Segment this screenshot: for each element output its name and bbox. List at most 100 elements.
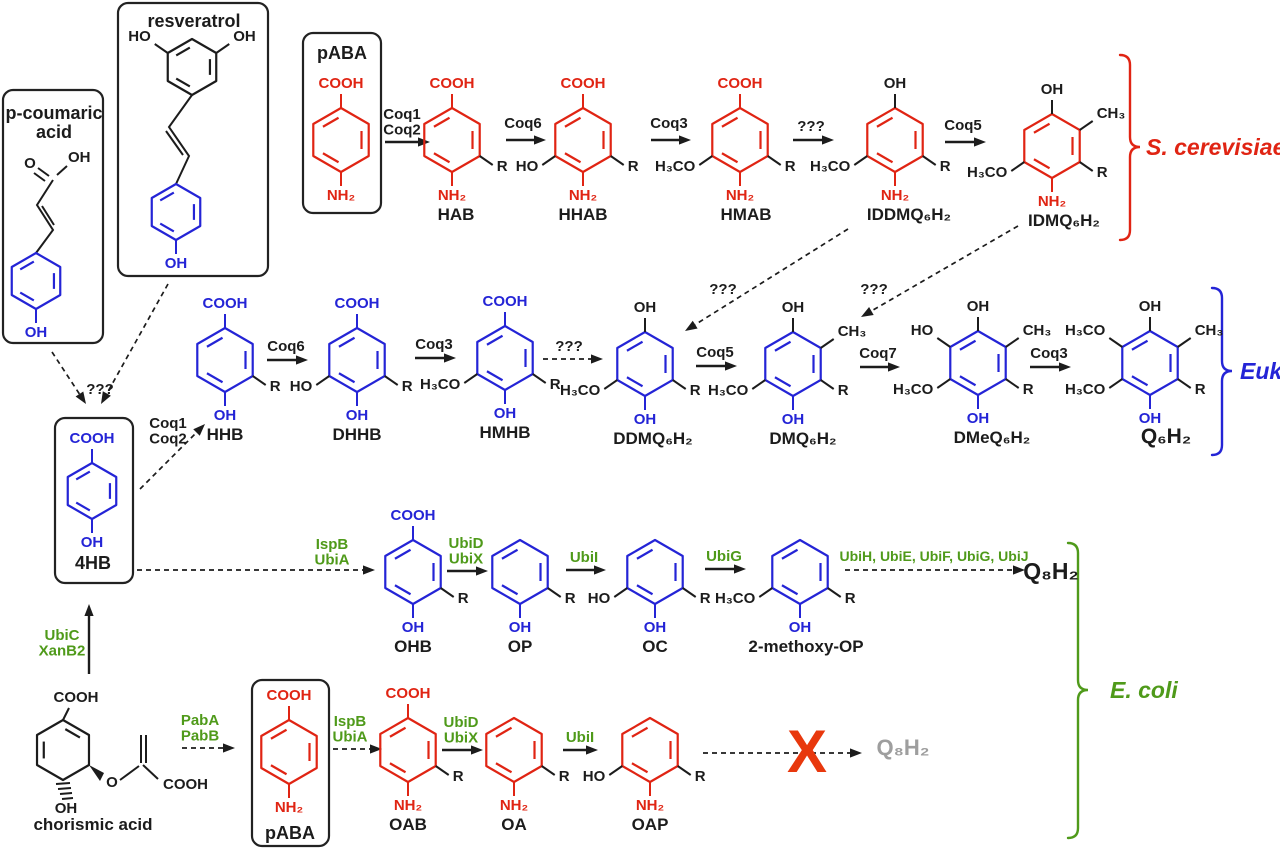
substituent-label: HO (583, 768, 606, 785)
substituent-label: H₃CO (715, 590, 756, 607)
benzene-ring (764, 330, 822, 398)
substituent-label: H₃CO (810, 158, 851, 175)
dashed-reaction-line (139, 431, 198, 490)
arrowhead (850, 748, 862, 758)
ring-double-bond (394, 584, 412, 596)
substituent-label: OH (782, 411, 805, 428)
arrowhead (974, 137, 986, 147)
substituent-label: OH (509, 619, 532, 636)
ring-double-bond (389, 726, 407, 738)
benzene-ring (626, 538, 684, 606)
arrowhead (223, 743, 235, 753)
substituent-label: COOH (54, 689, 99, 706)
substituent-label: COOH (267, 687, 312, 704)
substituent-label: COOH (335, 295, 380, 312)
bond-stub (1108, 337, 1123, 348)
enzyme-label: IspB (334, 713, 367, 730)
bond-stub (1079, 120, 1094, 131)
brace-e-coli: E. coli (1066, 541, 1178, 840)
enzyme-label: Coq5 (944, 117, 982, 134)
substituent-label: O (24, 155, 36, 172)
ring-double-bond (501, 548, 519, 560)
substituent-label: COOH (163, 776, 208, 793)
enzyme-label: UbiD (449, 535, 484, 552)
brace-s-cerevisiae: S. cerevisiae (1118, 53, 1280, 242)
ring-double-bond (270, 764, 288, 776)
substituent-label: H₃CO (1065, 322, 1106, 339)
arrowhead (471, 745, 483, 755)
molecule-pABA-bottom-structure: COOH NH₂ (260, 687, 318, 816)
arrowhead (444, 353, 456, 363)
bond-stub (613, 587, 628, 598)
substituent-label: R (565, 590, 576, 607)
box-4HB: 4HB (53, 416, 135, 585)
arrowhead (679, 135, 691, 145)
bond-stub (608, 765, 623, 776)
ring-double-bond (206, 372, 224, 384)
enzyme-label: Coq2 (383, 122, 421, 139)
arrow-ddmq-dmq: Coq5 (696, 344, 737, 371)
enzyme-label: Coq3 (650, 115, 688, 132)
bond-stub (547, 587, 562, 598)
substituent-label: OH (884, 75, 907, 92)
molecule-resveratrol-chain (165, 94, 193, 185)
substituent-label: H₃CO (893, 381, 934, 398)
enzyme-label: Coq6 (504, 115, 542, 132)
bond-stub (603, 379, 618, 390)
bond-stub (1005, 337, 1020, 348)
enzyme-label: UbiI (570, 549, 598, 566)
substituent-label: OH (1139, 410, 1162, 427)
arrowhead (370, 744, 382, 754)
substituent-label: R (838, 382, 849, 399)
ring-double-bond (626, 340, 644, 352)
arrow-iddmq-to-ddmq: ??? (685, 228, 849, 331)
arrowhead (1013, 565, 1025, 575)
ring-double-bond (774, 340, 792, 352)
box-pABA-top: pABA (301, 31, 383, 215)
enzyme-label: IspB (316, 536, 349, 553)
substituent-label: OH (68, 149, 91, 166)
substituent-label: OH (494, 405, 517, 422)
molecule-resveratrol-ring-bottom: OH (150, 182, 202, 272)
arrowhead (591, 354, 603, 364)
arrowhead (725, 361, 737, 371)
molecule-label: DMeQ₆H₂ (954, 428, 1031, 447)
substituent-label: R (628, 158, 639, 175)
molecule-label: chorismic acid (33, 815, 152, 834)
ring-double-bond (338, 372, 356, 384)
benzene-ring (621, 716, 679, 784)
molecule-label: DDMQ₆H₂ (613, 429, 693, 448)
unknown-enzyme-label: ??? (860, 281, 888, 298)
substituent-label: HO (911, 322, 934, 339)
ring-double-bond (75, 470, 91, 481)
substituent-label: R (402, 378, 413, 395)
alkene-chain (35, 179, 55, 254)
ring-double-bond (1131, 339, 1149, 351)
ring-double-bond (774, 376, 792, 388)
ring-double-bond (322, 116, 340, 128)
box-resveratrol: resveratrol (116, 1, 270, 278)
bond-stub (758, 587, 773, 598)
enzyme-label: UbiX (449, 551, 483, 568)
bond-stub (827, 587, 842, 598)
benzene-ring (949, 329, 1007, 397)
arrowhead (101, 391, 111, 404)
arrowhead (534, 135, 546, 145)
benzene-ring (866, 106, 924, 174)
ring-double-bond (631, 762, 649, 774)
q8h2-product: Q₈H₂ (1023, 558, 1079, 584)
enzyme-label: Coq6 (267, 338, 305, 355)
substituent-label: NH₂ (275, 799, 303, 816)
enzyme-label: UbiX (444, 730, 478, 747)
arrowhead (75, 391, 86, 404)
unknown-enzyme-label: ??? (797, 118, 825, 135)
benzene-ring (328, 326, 386, 394)
substituent-label: R (559, 768, 570, 785)
bond-stub (440, 587, 455, 598)
